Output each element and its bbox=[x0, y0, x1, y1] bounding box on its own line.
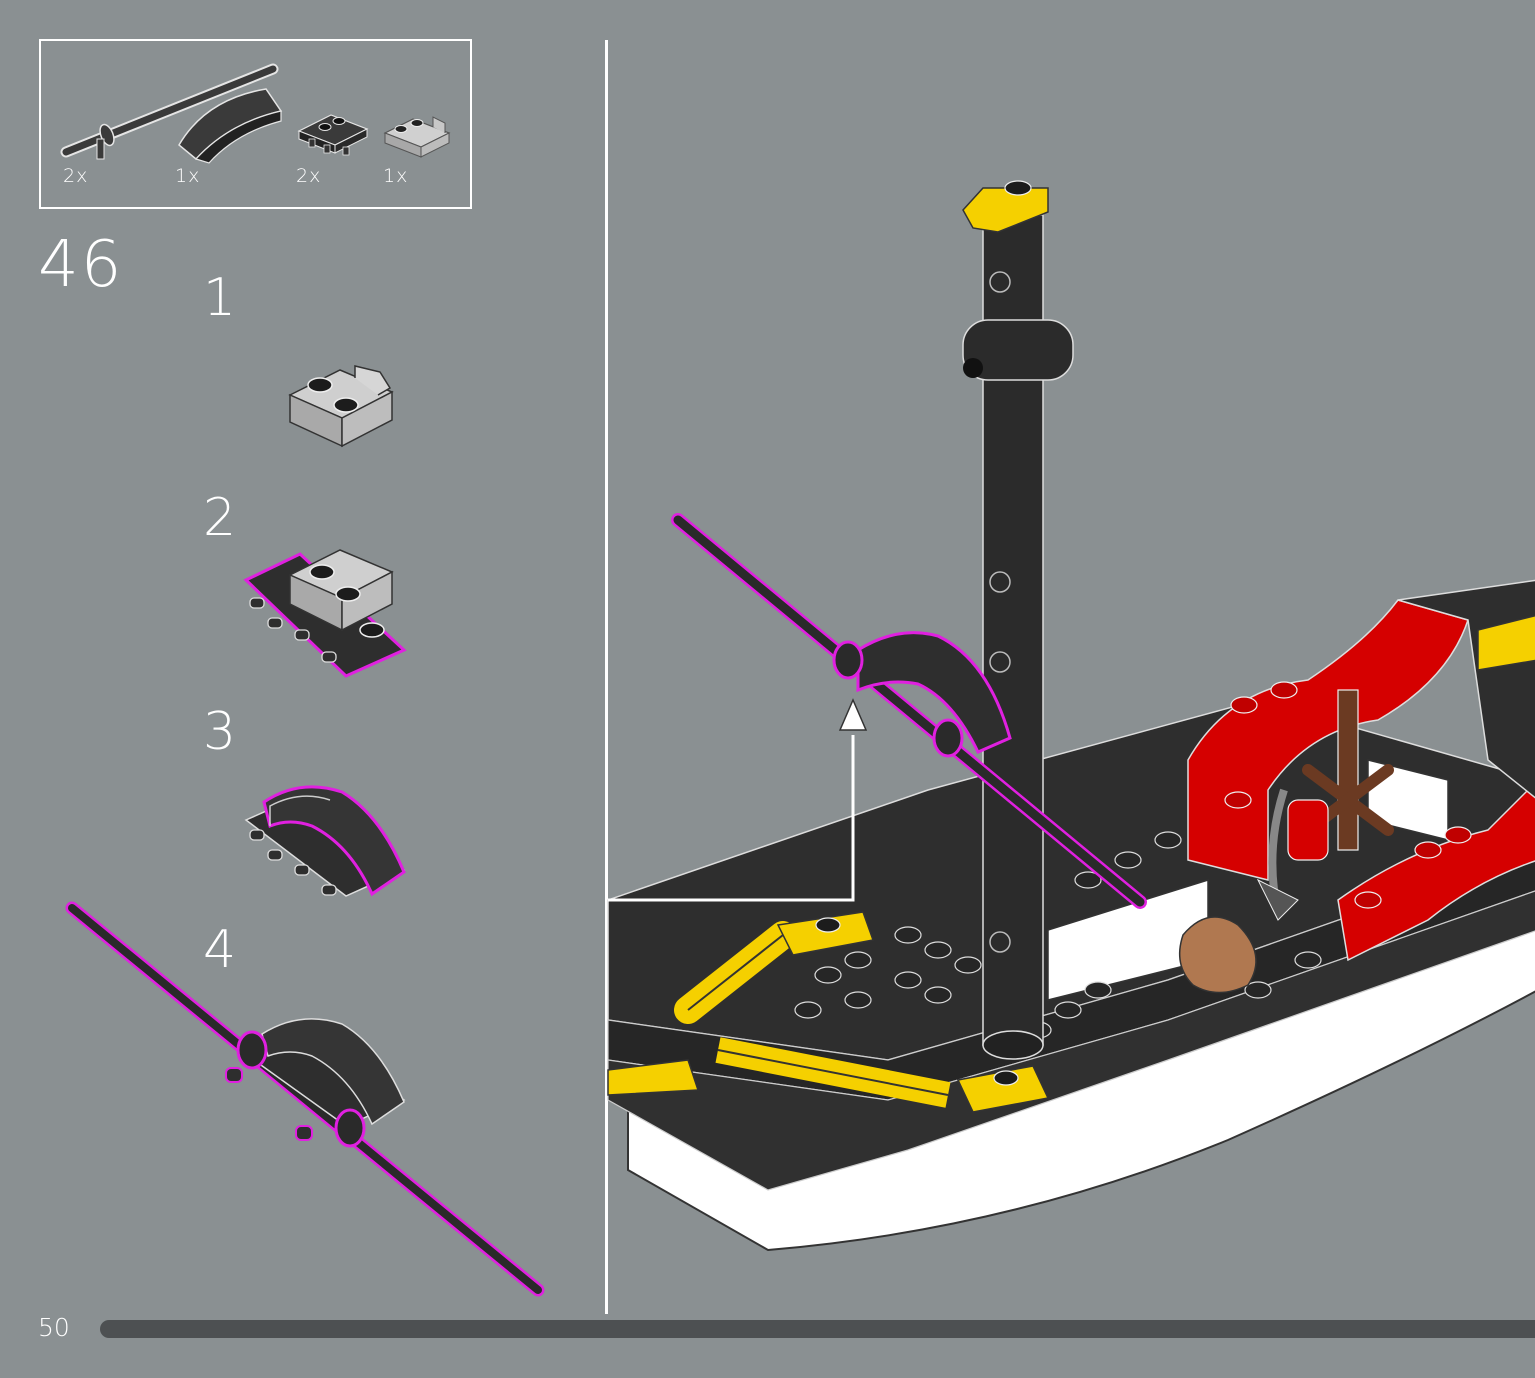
part-bar-icon bbox=[60, 63, 279, 160]
substep-4-assembly-illustration bbox=[65, 901, 545, 1297]
part-plate-clips-icon bbox=[297, 114, 369, 156]
part-quantity: 1x bbox=[383, 165, 409, 187]
ship-hull bbox=[607, 699, 1535, 1252]
ship-wheel bbox=[1287, 689, 1394, 861]
attachment-arrow bbox=[608, 698, 868, 902]
step-number: 46 bbox=[38, 228, 124, 302]
part-quantity: 2x bbox=[63, 165, 89, 187]
main-build-illustration bbox=[607, 180, 1535, 1252]
part-curved-slope-icon bbox=[178, 88, 283, 164]
parts-list-illustrations bbox=[60, 63, 451, 164]
substep-2-assembly-illustration bbox=[243, 549, 407, 678]
part-plate-clip-icon bbox=[383, 116, 451, 158]
treasure-sack bbox=[1178, 916, 1257, 994]
cutlass bbox=[1256, 788, 1299, 921]
substep-1-plate-illustration bbox=[288, 365, 394, 448]
substep-number: 4 bbox=[203, 920, 237, 980]
parts-list-box: 2x 1x 2x 1x bbox=[39, 39, 472, 209]
mast bbox=[962, 180, 1074, 1060]
substep-illustrations bbox=[65, 365, 545, 1297]
yard-arm-bar bbox=[671, 513, 1147, 909]
substep-number: 3 bbox=[203, 702, 237, 762]
progress-bar bbox=[100, 1320, 1535, 1338]
part-quantity: 2x bbox=[296, 165, 322, 187]
bow-frame-yellow bbox=[607, 911, 1050, 1113]
substep-number: 2 bbox=[203, 488, 237, 548]
page-number: 50 bbox=[38, 1313, 70, 1342]
ship-stern-red bbox=[1187, 579, 1535, 962]
part-quantity: 1x bbox=[175, 165, 201, 187]
page-divider bbox=[605, 40, 608, 1314]
substep-3-assembly-illustration bbox=[244, 785, 406, 897]
substep-number: 1 bbox=[203, 268, 237, 328]
